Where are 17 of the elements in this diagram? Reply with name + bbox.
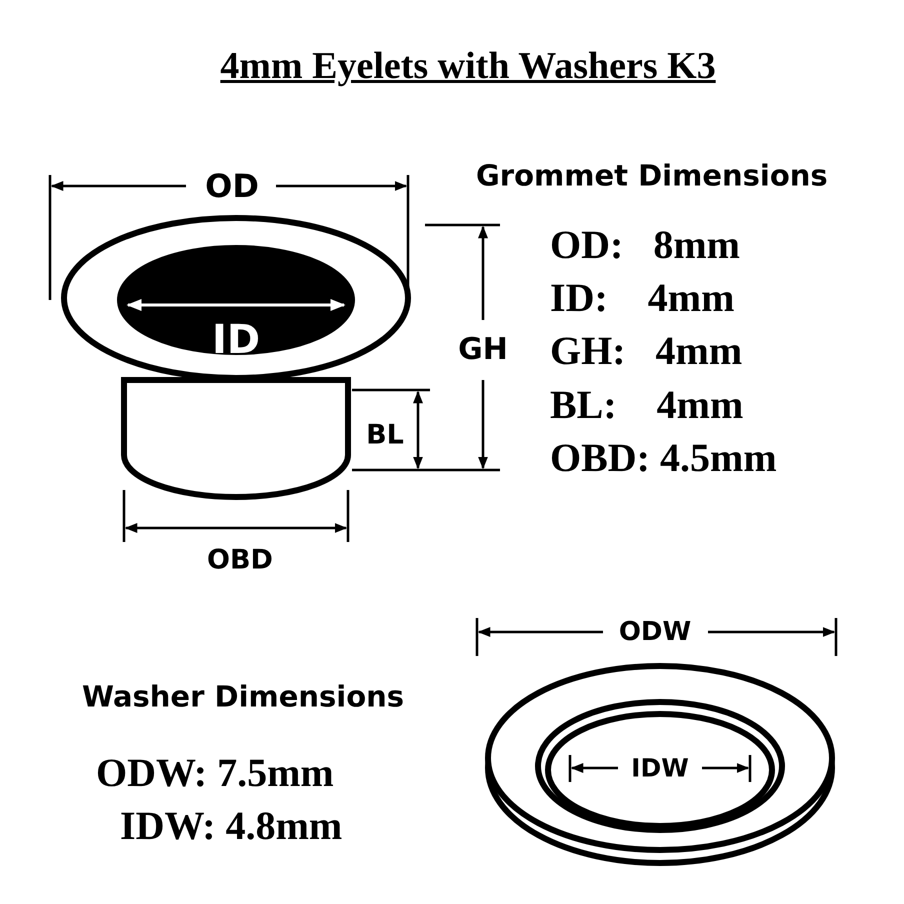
dimension-value: ODW: 7.5mm xyxy=(96,753,334,793)
heading: Washer Dimensions xyxy=(82,682,404,712)
dimension-label: ODW xyxy=(618,619,692,645)
dimension-label: ID xyxy=(212,320,260,360)
dimension-value: IDW: 4.8mm xyxy=(120,806,342,846)
dimension-label: GH xyxy=(458,335,508,365)
dimension-value: ID: 4mm xyxy=(550,278,734,318)
dimension-label: IDW xyxy=(631,756,689,780)
dimension-label: OBD xyxy=(207,546,273,574)
dimension-value: OBD: 4.5mm xyxy=(550,438,777,478)
dimension-label: OD xyxy=(205,170,259,202)
title: 4mm Eyelets with Washers K3 xyxy=(220,47,716,85)
dimension-label: BL xyxy=(366,422,404,448)
dimension-value: GH: 4mm xyxy=(550,331,742,371)
heading: Grommet Dimensions xyxy=(476,162,828,190)
dimension-value: OD: 8mm xyxy=(550,225,740,265)
dimension-value: BL: 4mm xyxy=(550,385,744,425)
